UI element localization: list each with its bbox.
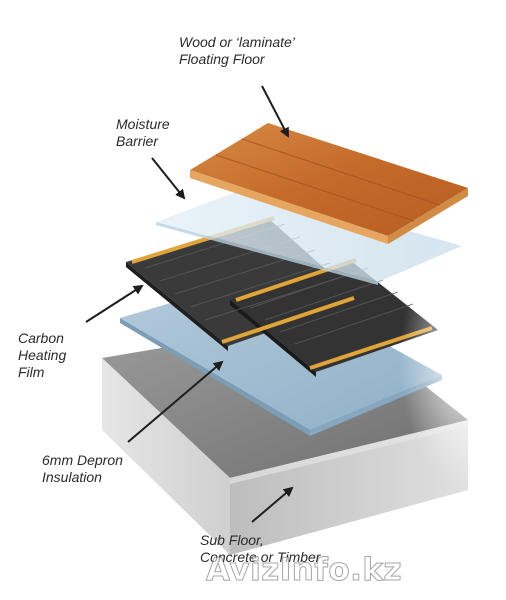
label-carbon-heating-film: Carbon Heating Film — [18, 330, 66, 381]
watermark: AvizInfo.kz — [205, 552, 403, 589]
label-subfloor-line-1: Sub Floor, — [200, 532, 264, 548]
wood-floor-panel — [190, 123, 468, 244]
light-glow — [400, 230, 506, 490]
label-carbon-line-1: Carbon — [18, 330, 64, 346]
arrow-insulation — [127, 360, 224, 443]
label-subfloor-line-2: Concrete or Timber — [200, 549, 321, 565]
label-insulation-line-2: Insulation — [42, 469, 102, 485]
label-moisture-barrier-line-1: Moisture — [116, 116, 170, 132]
label-wood-floor-line-2: Floating Floor — [179, 51, 265, 67]
label-arrows — [85, 85, 294, 523]
arrow-carbon — [85, 284, 144, 323]
arrow-moisture — [151, 157, 186, 200]
label-wood-floor: Wood or ‘laminate’ Floating Floor — [179, 34, 295, 68]
label-insulation-line-1: 6mm Depron — [42, 452, 123, 468]
arrow-floor — [261, 85, 289, 138]
label-carbon-line-3: Film — [18, 364, 45, 380]
label-insulation: 6mm Depron Insulation — [42, 452, 123, 486]
label-carbon-line-2: Heating — [18, 347, 67, 363]
moisture-barrier — [156, 186, 462, 285]
label-subfloor: Sub Floor, Concrete or Timber — [200, 532, 320, 566]
label-moisture-barrier: Moisture Barrier — [116, 116, 170, 150]
label-wood-floor-line-1: Wood or ‘laminate’ — [179, 34, 295, 50]
arrow-subfloor — [251, 486, 294, 523]
label-moisture-barrier-line-2: Barrier — [116, 133, 159, 149]
